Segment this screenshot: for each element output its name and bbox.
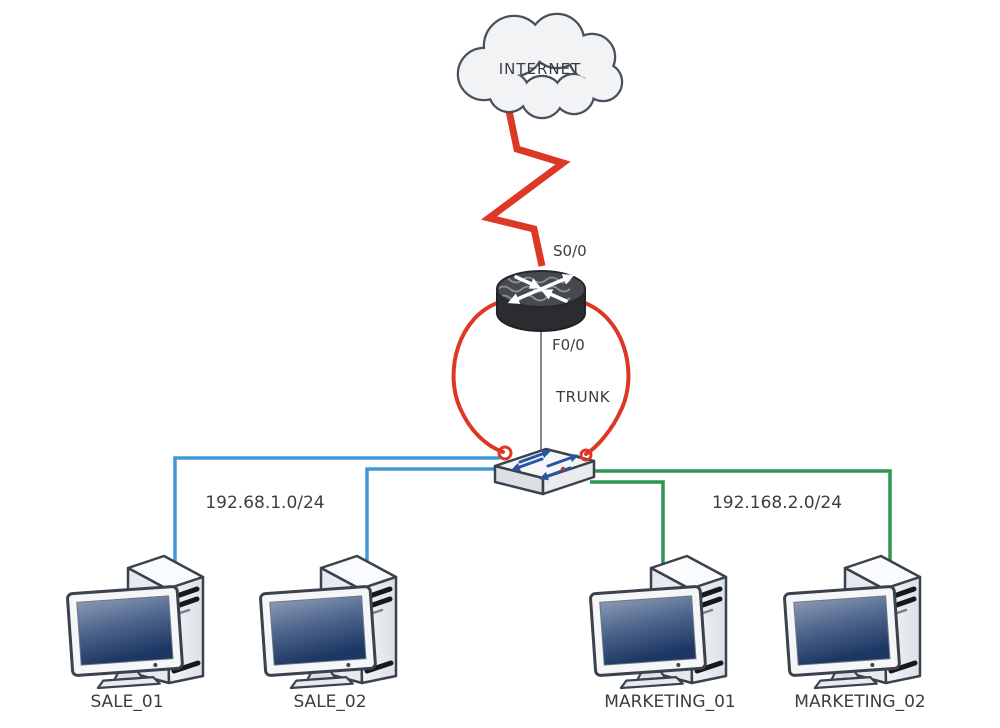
marketing-link-pc1 [590,480,665,570]
label-marketing-subnet: 192.168.2.0/24 [712,493,842,513]
subinterface-loop-left [497,445,513,461]
internet-label: INTERNET [499,60,582,78]
label-trunk: TRUNK [555,388,611,406]
subinterface-link-right [580,300,631,456]
sales-link-pc1 [173,456,500,566]
label-marketing-02: MARKETING_02 [794,692,925,712]
label-sales-subnet: 192.68.1.0/24 [205,493,324,513]
computer-icon-sale-02 [260,556,396,690]
computer-icon-marketing-02 [784,556,920,690]
switch-icon [493,447,596,496]
computer-icon-sale-01 [67,556,203,690]
wan-serial-link-bolt [480,105,571,267]
label-sale-02: SALE_02 [293,692,366,712]
subinterface-loop-right [579,448,593,462]
label-sale-01: SALE_01 [90,692,163,712]
computer-icon-marketing-01 [590,556,726,690]
subinterface-link-left [451,300,505,454]
router-icon [496,270,586,332]
router-arrows [507,274,575,304]
switch-status-dot [560,466,566,472]
marketing-link-pc2 [590,469,892,564]
label-fast-interface: F0/0 [552,336,585,354]
label-serial-interface: S0/0 [553,242,587,260]
switch-arrows [511,449,579,481]
label-marketing-01: MARKETING_01 [604,692,735,712]
internet-cloud-icon: INTERNET [456,12,624,120]
cloud-puffs-fill [459,15,621,117]
sales-link-pc2 [365,467,500,566]
